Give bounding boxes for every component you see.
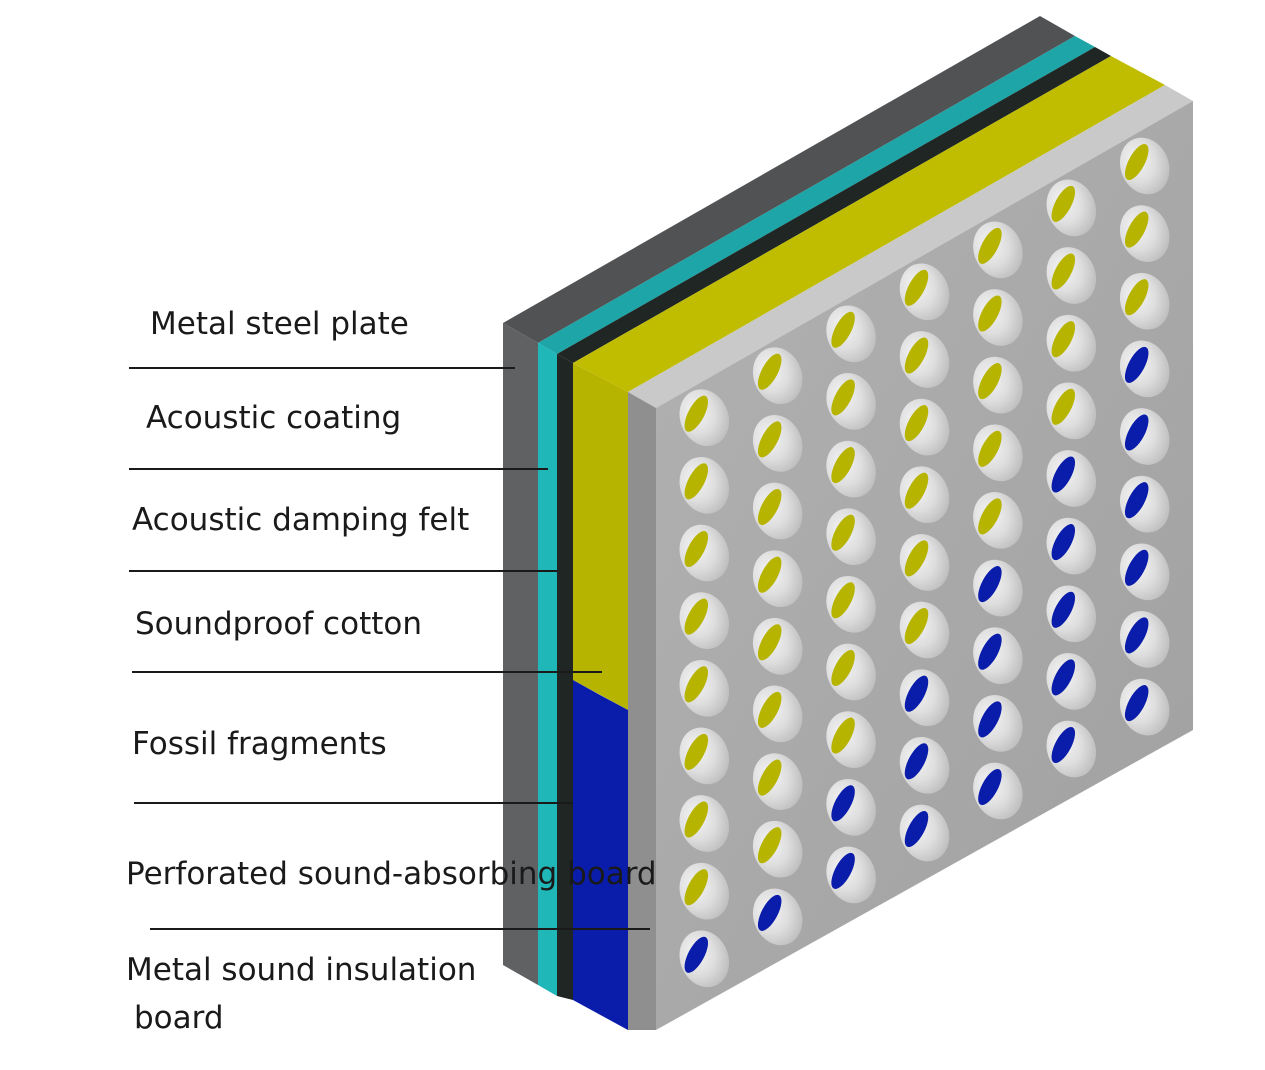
perforation-hole xyxy=(752,347,803,405)
perforation-hole xyxy=(679,592,730,649)
perforation-hole xyxy=(1119,340,1170,398)
perforation-hole xyxy=(826,575,876,633)
perforation-hole xyxy=(752,685,803,743)
perforation-hole xyxy=(1046,585,1097,643)
label-acoustic-coating: Acoustic coating xyxy=(146,400,402,436)
perforation-hole xyxy=(899,804,950,862)
perforation-hole xyxy=(1046,314,1097,372)
perforation-hole xyxy=(826,508,876,566)
label-perforated-board: Perforated sound-absorbing board xyxy=(126,856,657,892)
perforation-hole xyxy=(679,930,730,988)
perforation-hole xyxy=(899,466,950,524)
perforation-hole xyxy=(973,221,1023,279)
perforation-hole xyxy=(826,778,876,836)
perforation-hole xyxy=(973,356,1023,414)
layer-acoustic-coating xyxy=(538,36,1095,996)
perforation-hole xyxy=(1119,543,1170,601)
perforation-hole xyxy=(752,888,803,946)
perforation-hole xyxy=(899,669,950,727)
label-metal-insulation-line2: board xyxy=(134,1000,224,1037)
perforation-hole xyxy=(899,534,950,591)
perforation-hole xyxy=(826,440,876,498)
perforation-holes xyxy=(679,137,1170,988)
perforation-hole xyxy=(679,727,730,785)
leader-lines xyxy=(129,367,650,930)
layer-fossil-fragments xyxy=(573,680,628,1030)
perforation-hole xyxy=(679,524,730,582)
label-fossil-fragments: Fossil fragments xyxy=(132,726,387,762)
perforation-hole xyxy=(1046,382,1097,440)
perforation-hole xyxy=(752,617,803,675)
label-soundproof-cotton: Soundproof cotton xyxy=(135,606,422,642)
perforation-hole xyxy=(752,753,803,810)
perforation-hole xyxy=(899,331,950,388)
perforation-hole xyxy=(899,263,950,321)
perforation-hole xyxy=(973,695,1023,752)
perforation-hole xyxy=(1119,408,1170,465)
perforation-hole xyxy=(679,795,730,852)
perforation-hole xyxy=(752,550,803,608)
layer-acoustic-damping-felt xyxy=(557,47,1111,1000)
perforation-hole xyxy=(973,424,1023,482)
perforation-hole xyxy=(826,846,876,904)
perforation-hole xyxy=(679,659,730,717)
perforation-hole xyxy=(1046,179,1097,237)
perforation-hole xyxy=(1119,678,1170,736)
layer-perforated-board xyxy=(628,85,1193,1030)
layer-metal-steel-plate xyxy=(503,16,1075,985)
perforation-hole xyxy=(1119,137,1170,195)
perforation-hole xyxy=(679,456,730,514)
perforation-hole xyxy=(973,289,1023,346)
perforation-hole xyxy=(1119,205,1170,262)
perforation-hole xyxy=(1046,517,1097,575)
perforation-hole xyxy=(679,862,730,920)
perforation-hole xyxy=(826,373,876,430)
perforation-hole xyxy=(752,482,803,540)
label-metal-steel-plate: Metal steel plate xyxy=(150,306,409,342)
perforation-hole xyxy=(1046,247,1097,304)
perforation-hole xyxy=(752,415,803,472)
perforation-hole xyxy=(679,389,730,447)
perforation-hole xyxy=(973,627,1023,685)
perforation-hole xyxy=(1046,720,1097,778)
perforation-hole xyxy=(1119,475,1170,533)
perforation-hole xyxy=(826,643,876,701)
perforation-hole xyxy=(1119,611,1170,668)
perforation-hole xyxy=(973,762,1023,820)
perforation-hole xyxy=(826,711,876,768)
perforation-hole xyxy=(973,492,1023,549)
perforation-hole xyxy=(1046,450,1097,507)
label-metal-sound-insulation-board: Metal sound insulation board xyxy=(126,946,506,1042)
perforation-hole xyxy=(899,736,950,794)
label-acoustic-damping-felt: Acoustic damping felt xyxy=(132,502,470,538)
perforation-hole xyxy=(826,305,876,363)
perforation-hole xyxy=(1119,272,1170,330)
perforation-hole xyxy=(899,398,950,456)
layer-soundproof-cotton xyxy=(573,56,1165,710)
perforation-hole xyxy=(899,601,950,659)
perforation-hole xyxy=(973,559,1023,617)
perforation-hole xyxy=(1046,653,1097,710)
perforation-hole xyxy=(752,820,803,878)
label-metal-insulation-line1: Metal sound insulation xyxy=(126,952,477,988)
